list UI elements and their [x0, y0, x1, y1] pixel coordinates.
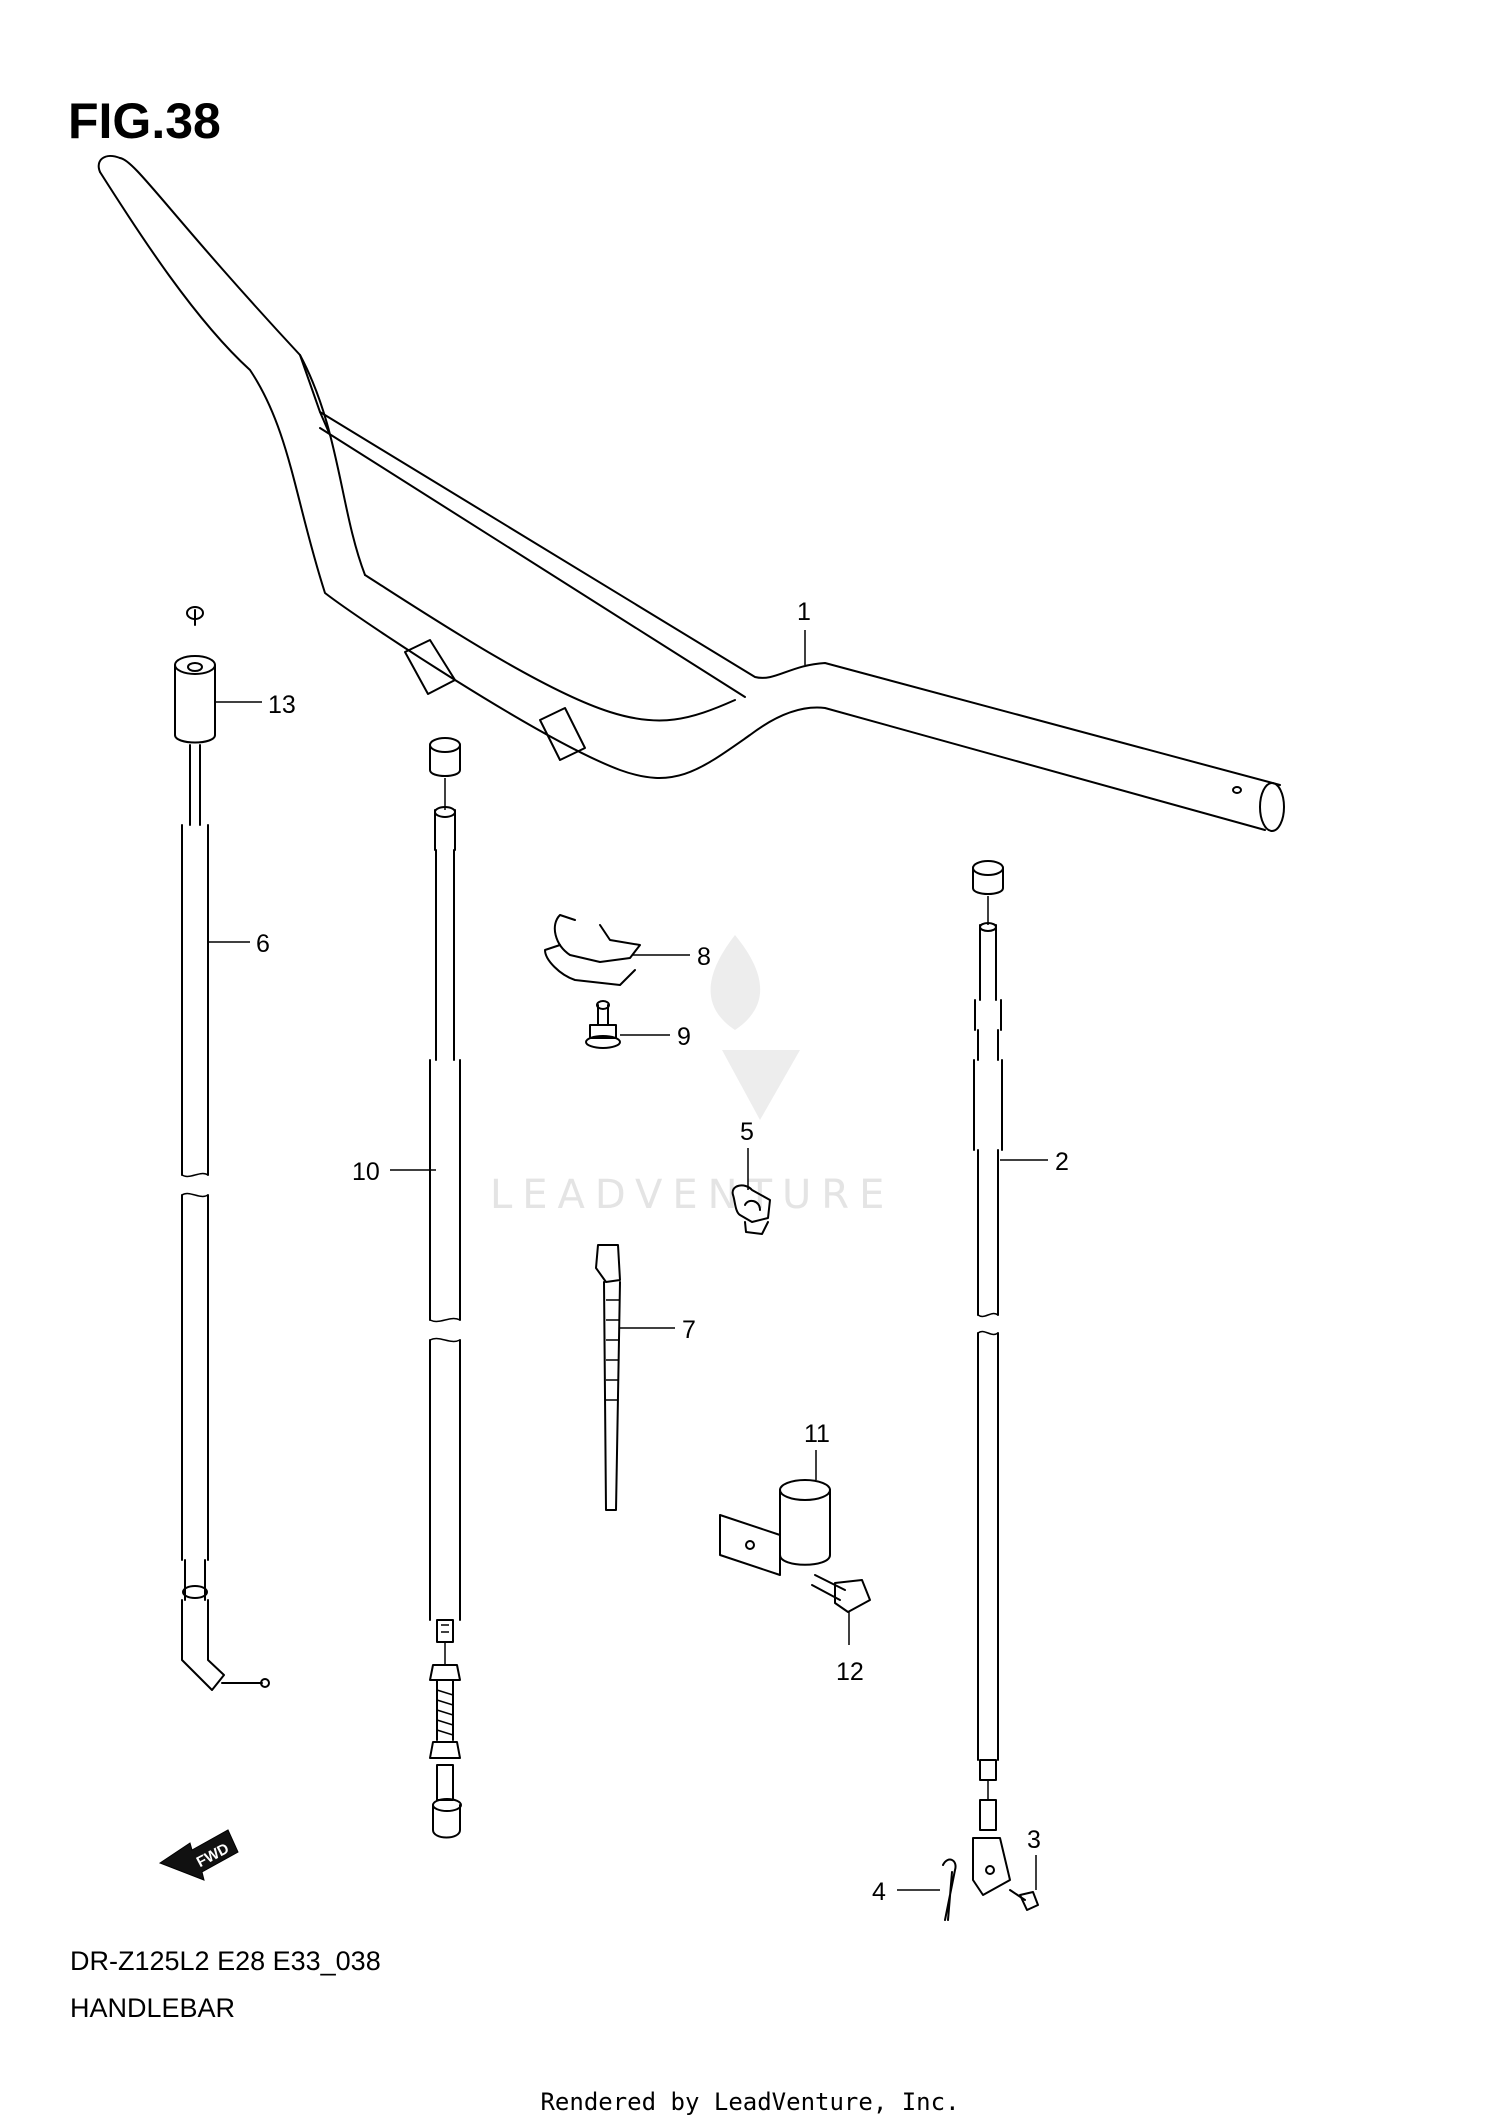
watermark: LEADVENTURE: [490, 935, 894, 1218]
part-bolt-3: [1009, 1889, 1039, 1911]
watermark-text: LEADVENTURE: [490, 1172, 894, 1218]
part-cotter-pin: [942, 1858, 957, 1921]
callout-labels: 1 2 3 4 5 6 7 8 9 10 11 12 13: [256, 598, 1069, 1906]
part-wire-guide: [544, 914, 641, 986]
callout-4: 4: [872, 1878, 886, 1906]
part-bolt-9: [585, 1000, 621, 1049]
callout-6: 6: [256, 930, 270, 958]
part-bolt-12: [811, 1574, 871, 1613]
part-clamp-bracket: [719, 1479, 831, 1576]
watermark-flame-icon: [710, 935, 800, 1120]
fwd-arrow: FWD: [158, 1829, 239, 1881]
callout-12: 12: [836, 1658, 864, 1686]
fwd-arrow-icon: [158, 1829, 239, 1881]
callout-9: 9: [677, 1023, 691, 1051]
figure-title: FIG.38: [68, 93, 221, 149]
footer-credit: Rendered by LeadVenture, Inc.: [540, 2088, 960, 2116]
callout-8: 8: [697, 943, 711, 971]
part-throttle-cable: [174, 606, 270, 1691]
callout-2: 2: [1055, 1148, 1069, 1176]
diagram-name: HANDLEBAR: [70, 1993, 236, 2023]
callout-10: 10: [352, 1158, 380, 1186]
part-cable-tie: [595, 1244, 621, 1511]
callout-13: 13: [268, 691, 296, 719]
leader-lines: [208, 630, 1048, 1891]
callout-1: 1: [797, 598, 811, 626]
callout-3: 3: [1027, 1826, 1041, 1854]
callout-11: 11: [804, 1420, 830, 1448]
model-code: DR-Z125L2 E28 E33_038: [70, 1946, 381, 1976]
part-clamp-5: [731, 1184, 771, 1235]
part-clutch-cable: [429, 737, 462, 1839]
callout-5: 5: [740, 1118, 754, 1146]
part-handlebar: [97, 154, 1285, 832]
part-cable-right: [972, 860, 1011, 1896]
callout-7: 7: [682, 1316, 696, 1344]
